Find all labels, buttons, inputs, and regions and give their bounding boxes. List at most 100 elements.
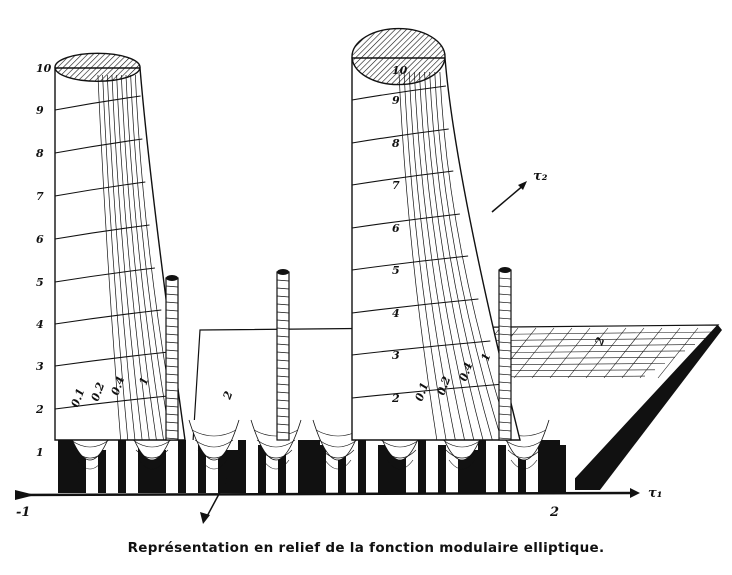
base-shadow [98, 450, 106, 493]
base-shadow [278, 450, 286, 493]
contour [76, 459, 104, 470]
valley [188, 419, 240, 461]
small-tower-ring [276, 359, 290, 362]
small-tower-ring [276, 319, 290, 322]
meridian [419, 71, 475, 441]
x-end-label: 2 [549, 505, 559, 520]
meridian [413, 71, 465, 441]
small-tower-top [277, 269, 289, 275]
base-shadow [558, 445, 566, 493]
small-tower-ring [276, 391, 290, 394]
grid-line [549, 327, 591, 379]
contour [504, 439, 544, 448]
small-tower-ring [276, 407, 290, 410]
contour [386, 459, 414, 470]
level-contour [54, 95, 141, 111]
base-shadow [218, 450, 240, 493]
small-tower-ring [276, 335, 290, 338]
small-tower-ring [276, 303, 290, 306]
depth-axis-line [204, 454, 241, 521]
left-scale-label: 1 [36, 446, 44, 459]
level-contour [351, 298, 479, 314]
depth-arrowhead-icon [200, 512, 210, 524]
small-tower-ring [276, 399, 290, 402]
small-tower-ring [276, 431, 290, 434]
center-scale-label: 2 [391, 392, 400, 405]
base-shadow [518, 450, 526, 493]
meridian [97, 74, 121, 441]
small-tower-ring [165, 397, 179, 400]
small-tower-ring [498, 301, 512, 304]
contour [132, 439, 172, 448]
contour [191, 429, 237, 437]
small-tower-ring [498, 381, 512, 384]
level-contour [54, 309, 162, 325]
small-tower-ring [276, 279, 290, 282]
small-tower-ring [276, 327, 290, 330]
center-tower-body [351, 57, 521, 441]
small-tower-ring [498, 285, 512, 288]
base-shadow [498, 445, 506, 493]
level-contour [351, 128, 449, 144]
contour [324, 459, 352, 470]
base-shadow [338, 450, 346, 493]
small-tower-ring [498, 373, 512, 376]
base-shadow [318, 445, 326, 493]
small-tower-ring [498, 309, 512, 312]
level-contour [351, 213, 460, 229]
level-contour [54, 351, 169, 367]
small-tower-ring [165, 349, 179, 352]
small-tower-ring [498, 293, 512, 296]
small-tower-ring [498, 333, 512, 336]
small-tower-ring [498, 365, 512, 368]
x-start-label: -1 [16, 505, 30, 520]
small-tower-ring [165, 309, 179, 312]
small-tower-ring [276, 423, 290, 426]
small-tower-ring [276, 351, 290, 354]
contour [253, 429, 299, 437]
left-scale-label: 4 [36, 318, 44, 331]
contour [318, 439, 358, 448]
base-shadow [258, 445, 266, 493]
tau2-axis-line [491, 183, 526, 213]
small-tower-ring [498, 357, 512, 360]
tau1-label: τ₁ [648, 486, 662, 501]
small-tower-ring [165, 293, 179, 296]
left-scale-label: 3 [36, 360, 44, 373]
contour [197, 449, 231, 459]
small-tower-ring [165, 413, 179, 416]
contour [510, 459, 538, 470]
small-tower-ring [498, 429, 512, 432]
level-contour [351, 170, 454, 186]
meridian [424, 71, 484, 441]
center-scale-label: 3 [392, 349, 400, 362]
base-shadow [178, 440, 186, 493]
contour [262, 459, 290, 470]
base-shadow [238, 440, 246, 493]
small-tower-ring [276, 415, 290, 418]
center-scale-label: 10 [392, 64, 408, 77]
contour [507, 449, 541, 459]
small-tower-ring [498, 421, 512, 424]
grid-line [621, 327, 663, 379]
meridian [116, 74, 150, 441]
base-shadow [478, 440, 486, 493]
center-scale-label: 7 [392, 179, 400, 192]
small-tower-ring [276, 367, 290, 370]
level-contour [351, 85, 446, 101]
left-scale-label: 6 [36, 233, 44, 246]
meridian [130, 74, 172, 441]
contour [135, 449, 169, 459]
base-shadow [118, 440, 126, 493]
base-shadow [418, 440, 426, 493]
base-shadow [398, 450, 406, 493]
meridian [102, 74, 129, 441]
small-tower-ring [498, 405, 512, 408]
level-contour [54, 181, 146, 197]
small-tower-top [499, 267, 511, 273]
level-contour [351, 255, 469, 271]
small-tower-ring [498, 277, 512, 280]
contour [448, 459, 476, 470]
